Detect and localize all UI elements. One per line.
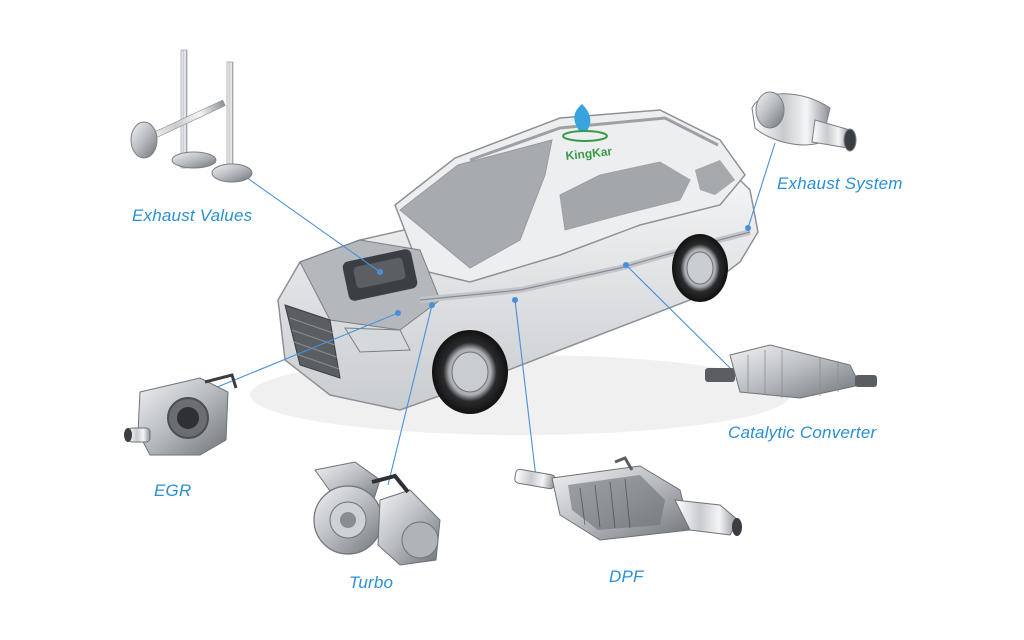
car-illustration xyxy=(250,104,790,435)
logo-text: KingKar xyxy=(565,144,613,163)
label-dpf: DPF xyxy=(609,567,644,586)
label-exhaust-valves: Exhaust Values xyxy=(132,206,253,225)
turbo-image xyxy=(313,461,441,566)
exhaust-valves-image xyxy=(130,49,253,183)
label-catalytic-converter: Catalytic Converter xyxy=(728,423,877,442)
logo xyxy=(562,104,608,142)
leader-line-turbo xyxy=(387,304,433,486)
catalytic-converter-image xyxy=(705,344,877,399)
egr-image xyxy=(124,373,238,456)
label-exhaust-system: Exhaust System xyxy=(777,174,903,193)
leader-line-exhaust-valves xyxy=(235,169,381,273)
leader-line-catalytic-converter xyxy=(625,264,731,369)
leader-line-egr xyxy=(209,312,399,391)
leader-dots xyxy=(377,225,751,316)
leader-line-exhaust-system xyxy=(747,142,776,229)
exhaust-system-image xyxy=(751,91,857,152)
leader-lines xyxy=(209,142,776,486)
dpf-image xyxy=(514,456,742,541)
label-turbo: Turbo xyxy=(349,573,394,592)
leader-line-dpf xyxy=(514,299,537,479)
label-egr: EGR xyxy=(154,481,192,500)
